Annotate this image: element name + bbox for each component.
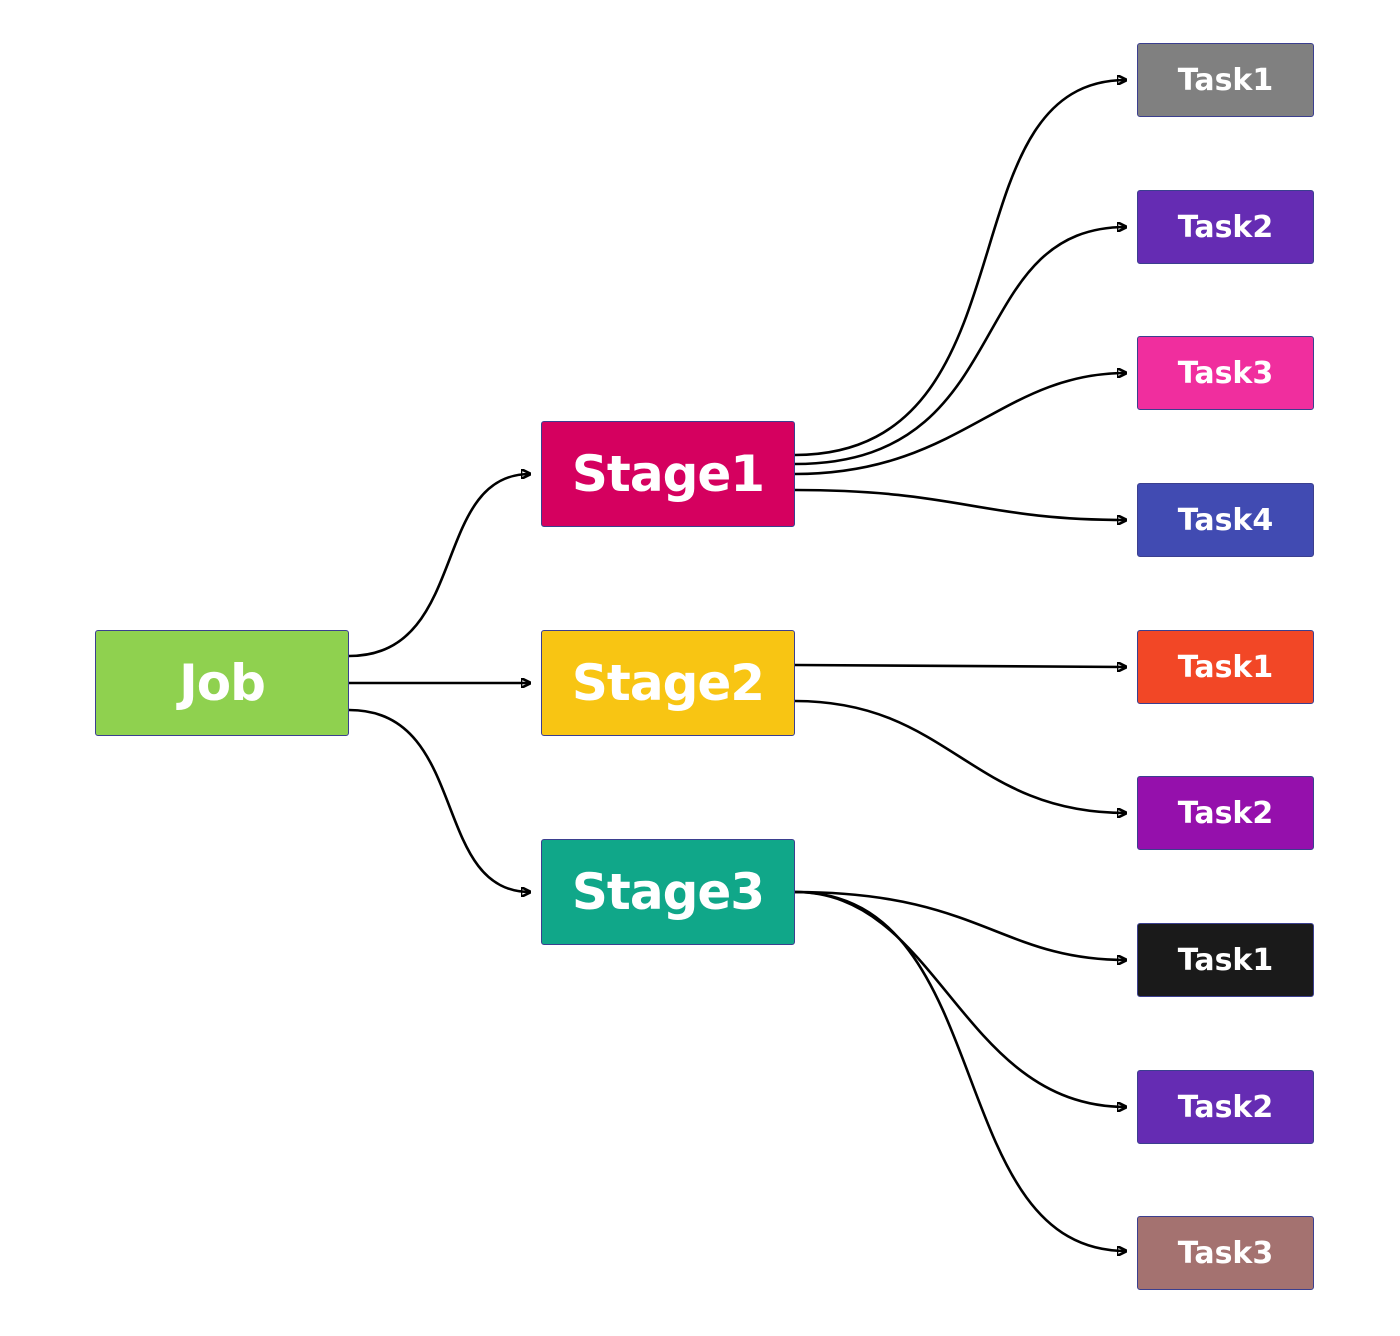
edge-stage2-task2 xyxy=(794,699,1126,813)
stage2-task1-label: Task1 xyxy=(1177,649,1274,685)
stage2-label: Stage2 xyxy=(571,654,765,712)
edge-stage1-task4 xyxy=(794,488,1126,520)
job-node[interactable]: Job xyxy=(95,630,349,736)
edge-stage3-task1 xyxy=(794,890,1126,960)
stage1-node[interactable]: Stage1 xyxy=(541,421,795,527)
stage1-task1-label: Task1 xyxy=(1177,62,1274,98)
stage3-task1-node[interactable]: Task1 xyxy=(1137,923,1314,997)
stage3-task3-node[interactable]: Task3 xyxy=(1137,1216,1314,1290)
stage1-label: Stage1 xyxy=(571,445,765,503)
stage2-task2-label: Task2 xyxy=(1177,795,1274,831)
stage3-task1-label: Task1 xyxy=(1177,942,1274,978)
edge-stage1-task2 xyxy=(794,227,1126,466)
edge-job-stage1 xyxy=(348,474,530,658)
edge-stage2-task1 xyxy=(794,665,1126,667)
stage3-task2-node[interactable]: Task2 xyxy=(1137,1070,1314,1144)
stage1-task2-node[interactable]: Task2 xyxy=(1137,190,1314,264)
edge-job-stage3 xyxy=(348,708,530,892)
edge-stage3-task2 xyxy=(794,890,1126,1107)
stage3-label: Stage3 xyxy=(571,863,765,921)
edge-stage1-task3 xyxy=(794,373,1126,476)
stage2-task2-node[interactable]: Task2 xyxy=(1137,776,1314,850)
stage1-task2-label: Task2 xyxy=(1177,209,1274,245)
stage3-task2-label: Task2 xyxy=(1177,1089,1274,1125)
stage2-task1-node[interactable]: Task1 xyxy=(1137,630,1314,704)
stage2-node[interactable]: Stage2 xyxy=(541,630,795,736)
stage1-task3-label: Task3 xyxy=(1177,355,1274,391)
stage3-task3-label: Task3 xyxy=(1177,1235,1274,1271)
edge-stage3-task3 xyxy=(794,890,1126,1251)
stage1-task1-node[interactable]: Task1 xyxy=(1137,43,1314,117)
stage1-task4-node[interactable]: Task4 xyxy=(1137,483,1314,557)
job-label: Job xyxy=(179,654,266,712)
stage3-node[interactable]: Stage3 xyxy=(541,839,795,945)
stage1-task3-node[interactable]: Task3 xyxy=(1137,336,1314,410)
stage1-task4-label: Task4 xyxy=(1177,502,1274,538)
edge-stage1-task1 xyxy=(794,80,1126,457)
